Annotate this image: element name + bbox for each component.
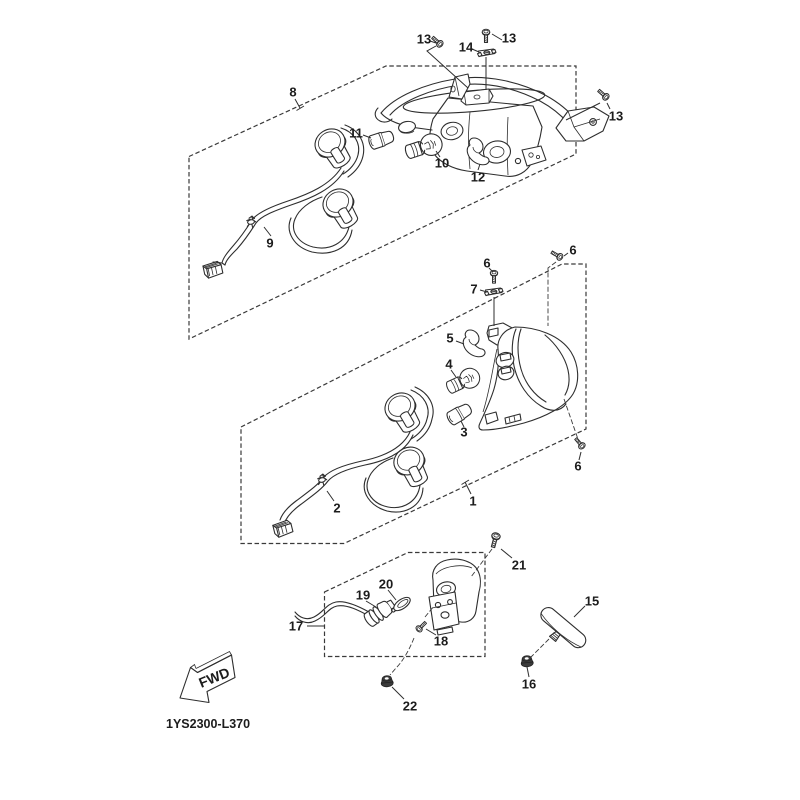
callout-8: 8 <box>289 85 296 100</box>
license-light-unit <box>428 558 481 636</box>
bulb-3 <box>444 401 475 427</box>
screw-6-upper <box>489 269 499 284</box>
nut-22 <box>379 674 395 688</box>
callout-13: 13 <box>502 31 516 46</box>
fwd-arrow: FWD <box>179 650 236 704</box>
callout-10: 10 <box>435 156 449 171</box>
callout-9: 9 <box>266 236 273 251</box>
wire-harness-2 <box>271 386 436 539</box>
grommet-12 <box>466 137 490 166</box>
assembly-box-17 <box>323 551 486 658</box>
bulb-11 <box>366 128 396 151</box>
callout-19: 19 <box>356 588 370 603</box>
screw-13-right <box>595 87 611 102</box>
callout-21: 21 <box>512 558 526 573</box>
assembly-box-1 <box>240 263 587 545</box>
bulb-socket-19 <box>294 599 396 627</box>
callout-5: 5 <box>446 331 453 346</box>
rear-light-unit <box>478 322 579 431</box>
callout-16: 16 <box>522 677 536 692</box>
clip-7 <box>483 287 504 297</box>
callout-6: 6 <box>574 459 581 474</box>
clip-14 <box>476 48 497 58</box>
screw-13-top <box>481 28 491 43</box>
callout-18: 18 <box>434 634 448 649</box>
wire-harness-9 <box>202 122 366 280</box>
leader-lines <box>263 33 611 700</box>
nut-16 <box>519 654 535 668</box>
clip-20 <box>390 596 411 613</box>
callout-6: 6 <box>483 256 490 271</box>
screw-6-right <box>549 248 565 262</box>
callout-11: 11 <box>349 126 363 141</box>
callout-13: 13 <box>417 32 431 47</box>
screw-21 <box>488 531 502 549</box>
cover-5 <box>462 329 486 358</box>
callout-6: 6 <box>569 243 576 258</box>
callout-15: 15 <box>585 594 599 609</box>
callout-3: 3 <box>460 425 467 440</box>
callout-17: 17 <box>289 619 303 634</box>
reflector-15 <box>540 607 587 649</box>
callout-14: 14 <box>459 40 474 55</box>
part-code: 1YS2300-L370 <box>166 717 250 731</box>
tail-light-housing <box>374 73 610 177</box>
screw-6-bottom <box>572 435 587 451</box>
callout-1: 1 <box>469 494 476 509</box>
callout-20: 20 <box>379 577 393 592</box>
callout-12: 12 <box>471 170 485 185</box>
callout-4: 4 <box>445 357 453 372</box>
callout-22: 22 <box>403 699 417 714</box>
callout-7: 7 <box>470 282 477 297</box>
callout-13: 13 <box>609 109 623 124</box>
callout-2: 2 <box>333 501 340 516</box>
screw-18 <box>414 619 429 634</box>
